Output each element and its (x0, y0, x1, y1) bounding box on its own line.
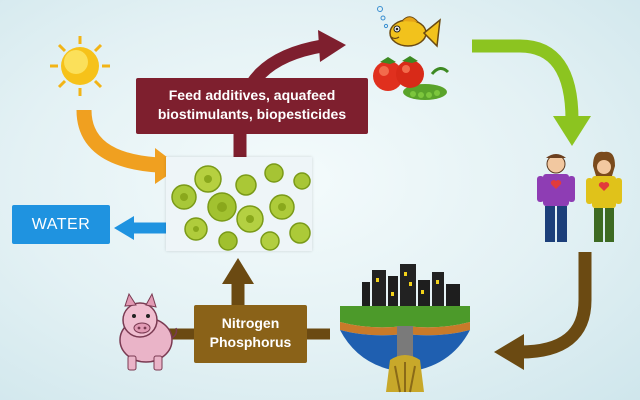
algae-photo (166, 157, 312, 251)
nutrient-line2: Phosphorus (209, 334, 292, 350)
fish-to-people-arrow (472, 39, 579, 121)
feed-additives-box: Feed additives, aquafeed biostimulants, … (136, 78, 368, 134)
feed-box-line1: Feed additives, aquafeed (168, 87, 336, 103)
water-label: WATER (31, 216, 91, 233)
nutrient-arrow-head (222, 258, 254, 284)
feed-box-line2: biostimulants, biopesticides (157, 106, 347, 122)
people-to-factory-arrow (519, 252, 592, 359)
feed-arrow-head (318, 30, 346, 62)
algae-cells (166, 157, 312, 251)
nutrient-line1: Nitrogen (221, 315, 280, 331)
water-arrow-head (114, 216, 134, 240)
brown-arrow-head-factory (494, 334, 524, 370)
green-arrow-head (553, 116, 591, 146)
water-box: WATER (12, 205, 110, 244)
nitrogen-phosphorus-box: Nitrogen Phosphorus (194, 305, 307, 363)
sun-to-algae-arrow (76, 109, 159, 173)
